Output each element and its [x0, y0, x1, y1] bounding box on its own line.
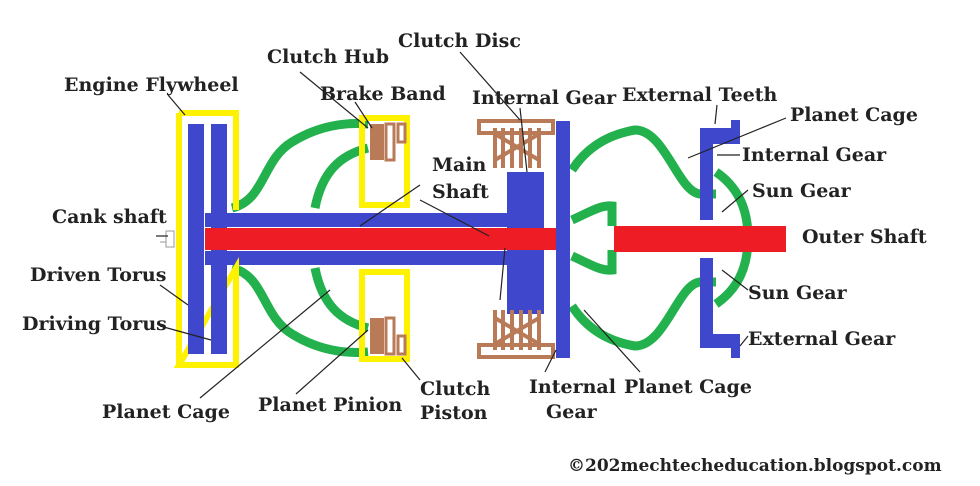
external-teeth-gear	[700, 120, 740, 220]
label-sun-gear-top: Sun Gear	[752, 180, 852, 202]
label-planet-cage-top: Planet Cage	[790, 104, 918, 126]
clutch-disc-bottom	[477, 310, 555, 359]
crank-shaft	[205, 228, 557, 250]
label-brake-band: Brake Band	[320, 83, 446, 105]
internal-gear-ring	[556, 121, 570, 358]
credit-watermark: ©202mechtecheducation.blogspot.com	[568, 456, 942, 476]
crank-shaft-end-icon	[160, 230, 175, 248]
label-clutch-piston-line1: Clutch	[420, 378, 490, 400]
external-gear-bottom	[700, 258, 740, 358]
label-clutch-disc: Clutch Disc	[398, 30, 521, 52]
label-planet-cage-bottom-right: Planet Cage	[624, 376, 752, 398]
leader-lines	[156, 51, 787, 399]
label-planet-cage-bottom-left: Planet Cage	[102, 401, 230, 423]
label-outer-shaft: Outer Shaft	[802, 226, 927, 248]
label-internal-gear-top: Internal Gear	[472, 87, 617, 109]
label-external-teeth: External Teeth	[622, 84, 778, 106]
brake-band-top	[359, 115, 410, 208]
driving-torus	[188, 124, 204, 354]
label-clutch-piston-line2: Piston	[420, 402, 488, 424]
label-engine-flywheel: Engine Flywheel	[64, 74, 239, 96]
engine-flywheel	[173, 110, 239, 368]
label-internal-gear-bottom-line1: Internal	[529, 376, 616, 398]
main-shaft-housing	[205, 172, 544, 314]
label-main-shaft-line1: Main	[432, 154, 487, 176]
outer-shaft	[614, 226, 786, 252]
label-cank-shaft: Cank shaft	[52, 206, 167, 228]
label-external-gear: External Gear	[748, 328, 896, 350]
label-driven-torus: Driven Torus	[30, 264, 166, 286]
label-main-shaft-line2: Shaft	[432, 181, 489, 203]
brake-band-bottom	[359, 269, 410, 362]
label-planet-pinion: Planet Pinion	[258, 394, 402, 416]
label-internal-gear-right: Internal Gear	[742, 144, 887, 166]
clutch-disc-top	[477, 119, 555, 168]
label-driving-torus: Driving Torus	[22, 313, 167, 335]
label-internal-gear-bottom-line2: Gear	[546, 401, 598, 423]
label-sun-gear-bottom: Sun Gear	[748, 282, 848, 304]
label-clutch-hub: Clutch Hub	[267, 46, 389, 68]
